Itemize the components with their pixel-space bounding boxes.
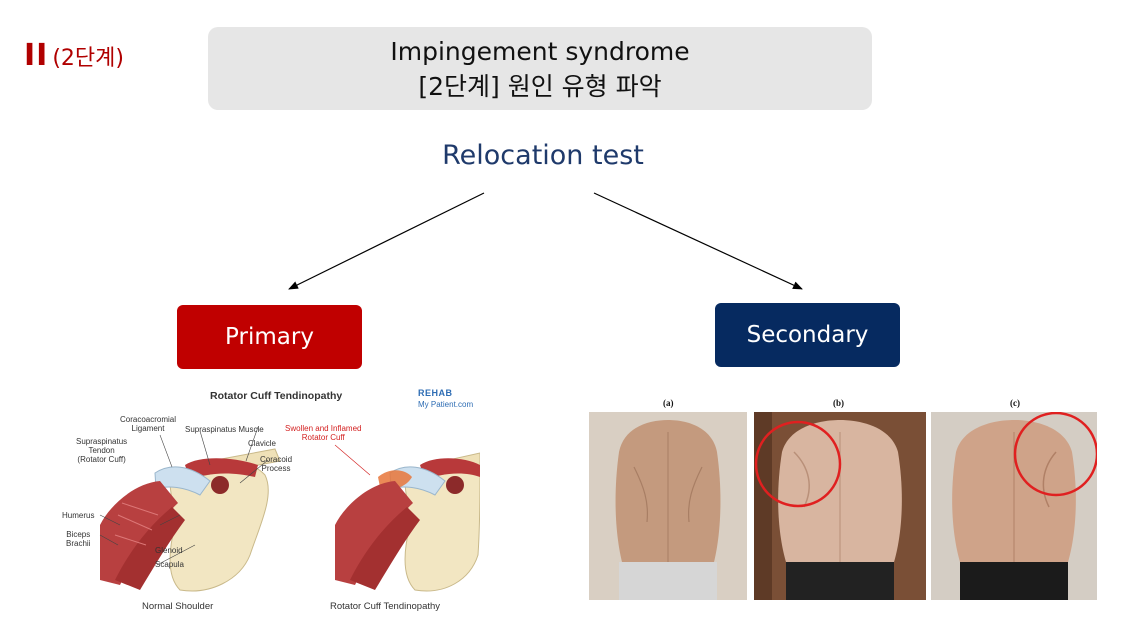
caption-tendinopathy: Rotator Cuff Tendinopathy: [330, 601, 441, 612]
photo-a: [589, 412, 747, 600]
relocation-test-label: Relocation test: [442, 140, 644, 171]
section-label: II(2단계): [24, 38, 124, 73]
label-clavicle: Clavicle: [248, 439, 277, 448]
label-biceps: Biceps Brachii: [66, 530, 91, 548]
label-coracoacromial: Coracoacromial Ligament: [120, 415, 177, 433]
title-line-2: [2단계] 원인 유형 파악: [418, 71, 662, 101]
arrow-to-primary: [288, 192, 485, 290]
rehab-logo-site: My Patient.com: [418, 400, 474, 409]
section-step: (2단계): [52, 46, 124, 71]
label-coracoid: Coracoid Process: [260, 455, 293, 473]
label-scapula: Scapula: [155, 560, 184, 569]
normal-shoulder-drawing: [100, 448, 281, 592]
rotator-cuff-figure: Rotator Cuff Tendinopathy REHAB My Patie…: [60, 385, 480, 615]
photo-b: [754, 412, 926, 600]
primary-button[interactable]: Primary: [177, 305, 362, 369]
shoulder-illustration: [99, 426, 480, 592]
rehab-logo: REHAB: [418, 388, 453, 398]
secondary-button[interactable]: Secondary: [715, 303, 900, 367]
title-box: Impingement syndrome [2단계] 원인 유형 파악: [208, 27, 872, 110]
scapular-photos: (a) (b) (c): [588, 398, 1098, 603]
photo-c: [931, 412, 1097, 600]
highlight-circle-c: [1013, 412, 1097, 497]
label-supraspinatus-muscle: Supraspinatus Muscle: [185, 425, 264, 434]
photo-label-b: (b): [833, 398, 844, 408]
highlight-circle-b: [754, 420, 842, 508]
photo-label-a: (a): [663, 398, 674, 408]
label-glenoid: Glenoid: [155, 546, 183, 555]
photo-label-c: (c): [1010, 398, 1020, 408]
label-swollen-cuff: Swollen and Inflamed Rotator Cuff: [285, 424, 362, 442]
tendinopathy-shoulder-drawing: [335, 452, 480, 592]
label-supraspinatus-tendon: Supraspinatus Tendon (Rotator Cuff): [76, 437, 128, 464]
caption-normal-shoulder: Normal Shoulder: [142, 601, 214, 612]
label-humerus: Humerus: [62, 511, 95, 520]
title-line-1: Impingement syndrome: [390, 36, 690, 66]
section-roman: II: [24, 38, 49, 73]
anatomy-heading: Rotator Cuff Tendinopathy: [210, 390, 343, 402]
arrow-to-secondary: [593, 192, 803, 290]
